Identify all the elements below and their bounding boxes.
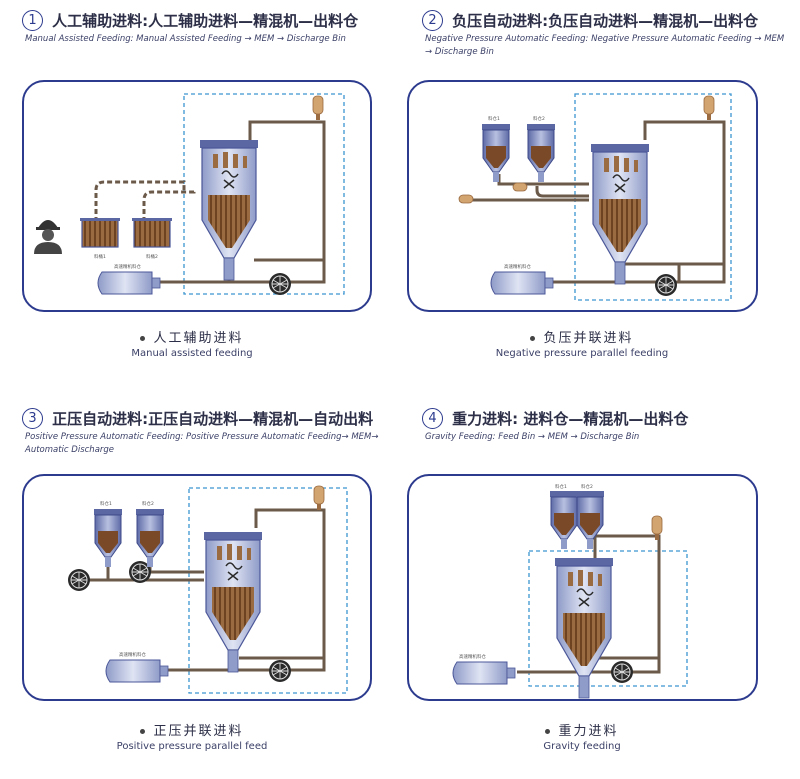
feed-bin-1 xyxy=(93,508,123,568)
caption-en: Gravity feeding xyxy=(543,741,621,752)
section-title-zh: 重力进料: 进料仓—精混机—出料仓 xyxy=(452,410,689,428)
caption: 人工辅助进料 Manual assisted feeding xyxy=(22,327,362,359)
blower-fan xyxy=(610,660,634,684)
gravity-feeding-diagram: 料仓1 料仓2 高速精机料仓 xyxy=(452,483,688,699)
blower-fan xyxy=(268,272,292,296)
feed-bucket-2 xyxy=(132,218,172,248)
bullet-dot xyxy=(545,729,551,734)
return-pipe xyxy=(239,508,326,660)
equipment-boundary xyxy=(528,550,688,687)
label-discharge-bin: 高速精机料仓 xyxy=(459,653,486,660)
diagram-panel: 料桶1 料桶2 高速精机料仓 xyxy=(22,80,372,312)
section-manual-feeding: 1 人工辅助进料:人工辅助进料—精混机—出料仓 Manual Assisted … xyxy=(0,0,400,381)
label-bucket-2: 料桶2 xyxy=(146,253,158,260)
section-gravity-feeding: 4 重力进料: 进料仓—精混机—出料仓 Gravity Feeding: Fee… xyxy=(400,398,800,779)
label-bin-2: 料仓2 xyxy=(533,115,545,122)
pressure-blower-1 xyxy=(67,568,91,592)
discharge-pipe xyxy=(517,658,661,674)
section-number: 3 xyxy=(22,408,43,429)
label-discharge-bin: 高速精机料仓 xyxy=(119,651,146,658)
section-number: 1 xyxy=(22,10,43,31)
manual-feed-line xyxy=(94,180,196,222)
label-bin-1: 料仓1 xyxy=(555,483,567,490)
caption-en: Negative pressure parallel feeding xyxy=(495,348,669,359)
equipment-boundary xyxy=(183,93,345,295)
diagram-panel: 料仓1 料仓2 高速精机料仓 xyxy=(22,474,372,701)
caption-en: Positive pressure parallel feed xyxy=(116,741,268,752)
label-bin-2: 料仓2 xyxy=(581,483,593,490)
discharge-bin xyxy=(490,271,554,295)
discharge-pipe xyxy=(144,658,326,672)
feed-bin-2 xyxy=(526,123,556,183)
suction-pipe xyxy=(467,186,589,202)
suction-nozzle-1 xyxy=(458,194,474,204)
mixer-vessel xyxy=(199,139,259,281)
equipment-boundary xyxy=(188,487,348,694)
feed-bin-2 xyxy=(135,508,165,568)
section-number: 4 xyxy=(422,408,443,429)
feed-bin-2 xyxy=(575,490,605,550)
caption: 正压并联进料 Positive pressure parallel feed xyxy=(22,720,362,752)
section-header: 1 人工辅助进料:人工辅助进料—精混机—出料仓 Manual Assisted … xyxy=(22,10,392,46)
section-negative-pressure: 2 负压自动进料:负压自动进料—精混机—出料仓 Negative Pressur… xyxy=(400,0,800,381)
section-positive-pressure: 3 正压自动进料:正压自动进料—精混机—自动出料 Positive Pressu… xyxy=(0,398,400,779)
caption-zh: 负压并联进料 xyxy=(543,331,634,346)
caption: 负压并联进料 Negative pressure parallel feedin… xyxy=(412,327,752,359)
label-discharge-bin: 高速精机料仓 xyxy=(114,263,141,270)
dust-filter xyxy=(703,95,715,121)
caption-zh: 正压并联进料 xyxy=(153,724,244,739)
label-discharge-bin: 高速精机料仓 xyxy=(504,263,531,270)
operator-icon xyxy=(34,220,62,254)
negative-pressure-diagram: 料仓1 料仓2 高速精机料仓 xyxy=(458,93,732,301)
label-bucket-1: 料桶1 xyxy=(94,253,106,260)
section-title-en: Manual Assisted Feeding: Manual Assisted… xyxy=(25,34,346,44)
discharge-bin xyxy=(452,661,516,685)
section-title-zh: 负压自动进料:负压自动进料—精混机—出料仓 xyxy=(452,12,759,30)
discharge-bin xyxy=(97,271,161,295)
section-title-en: Positive Pressure Automatic Feeding: Pos… xyxy=(25,432,379,455)
feed-bucket-1 xyxy=(80,218,120,248)
section-header: 3 正压自动进料:正压自动进料—精混机—自动出料 Positive Pressu… xyxy=(22,408,392,457)
mixer-vessel xyxy=(203,531,263,673)
positive-pressure-diagram: 料仓1 料仓2 高速精机料仓 xyxy=(67,485,348,694)
section-title-en: Negative Pressure Automatic Feeding: Neg… xyxy=(425,34,785,57)
section-header: 4 重力进料: 进料仓—精混机—出料仓 Gravity Feeding: Fee… xyxy=(422,408,792,444)
discharge-bin xyxy=(105,659,169,683)
diagram-panel: 料仓1 料仓2 高速精机料仓 xyxy=(407,80,758,312)
blower-fan xyxy=(654,273,678,297)
dust-filter xyxy=(312,95,324,121)
section-header: 2 负压自动进料:负压自动进料—精混机—出料仓 Negative Pressur… xyxy=(422,10,792,59)
dust-filter xyxy=(313,485,325,511)
label-bin-1: 料仓1 xyxy=(100,500,112,507)
caption-en: Manual assisted feeding xyxy=(131,348,253,359)
feed-bin-1 xyxy=(481,123,511,183)
section-title-en: Gravity Feeding: Feed Bin → MEM → Discha… xyxy=(425,432,640,442)
section-title-zh: 正压自动进料:正压自动进料—精混机—自动出料 xyxy=(52,410,374,428)
bullet-dot xyxy=(530,336,536,341)
blower-fan xyxy=(268,659,292,683)
return-pipe xyxy=(248,120,326,262)
bullet-dot xyxy=(140,729,146,734)
bullet-dot xyxy=(140,336,146,341)
manual-feeding-diagram: 料桶1 料桶2 高速精机料仓 xyxy=(34,93,345,296)
suction-nozzle-2 xyxy=(512,182,528,192)
caption-zh: 重力进料 xyxy=(558,724,619,739)
feed-bin-1 xyxy=(549,490,579,550)
mixer-vessel xyxy=(554,557,614,699)
caption: 重力进料 Gravity feeding xyxy=(412,720,752,752)
label-bin-1: 料仓1 xyxy=(488,115,500,122)
return-pipe xyxy=(624,120,726,282)
discharge-pipe xyxy=(153,260,326,284)
section-title-zh: 人工辅助进料:人工辅助进料—精混机—出料仓 xyxy=(52,12,359,30)
discharge-pipe xyxy=(529,264,726,284)
caption-zh: 人工辅助进料 xyxy=(153,331,244,346)
diagram-panel: 料仓1 料仓2 高速精机料仓 xyxy=(407,474,758,701)
section-number: 2 xyxy=(422,10,443,31)
label-bin-2: 料仓2 xyxy=(142,500,154,507)
equipment-boundary xyxy=(574,93,732,301)
